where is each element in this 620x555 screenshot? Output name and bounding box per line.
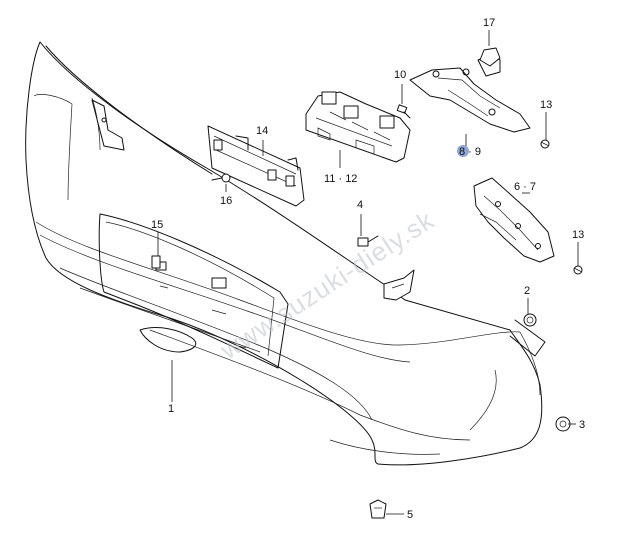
clip-5 <box>369 499 387 519</box>
leader-lines <box>157 30 579 515</box>
callout-labels: 1 2 3 4 5 6 · 7 8 · 9 10 11 · 12 13 13 1… <box>151 17 585 521</box>
callout-5[interactable]: 5 <box>407 509 413 521</box>
highlight-8-marker <box>457 145 469 157</box>
callout-11-12[interactable]: 11 · 12 <box>324 173 357 185</box>
corner-guide <box>383 269 415 301</box>
callout-2[interactable]: 2 <box>524 285 530 297</box>
screw-16 <box>211 173 231 183</box>
callout-3[interactable]: 3 <box>579 419 585 431</box>
side-bracket-6-7 <box>473 177 555 263</box>
callout-14[interactable]: 14 <box>256 125 268 137</box>
plate-bracket-14 <box>207 125 305 207</box>
side-bracket-8-9 <box>409 53 531 133</box>
callout-6-7[interactable]: 6 · 7 <box>514 181 536 193</box>
clip-3 <box>555 416 571 432</box>
svg-text:8 · 9: 8 · 9 <box>459 146 481 158</box>
callout-4[interactable]: 4 <box>357 199 363 211</box>
clip-15 <box>151 255 161 269</box>
bolt-10 <box>396 104 411 119</box>
callout-8-9[interactable]: 8 · 9 <box>457 145 481 158</box>
callout-13-upper[interactable]: 13 <box>540 99 552 111</box>
callout-10[interactable]: 10 <box>394 69 406 81</box>
callout-17[interactable]: 17 <box>483 17 495 29</box>
bumper-cover <box>25 41 546 466</box>
license-plate-recess <box>98 213 289 369</box>
clip-17 <box>479 47 501 67</box>
callout-16[interactable]: 16 <box>220 195 232 207</box>
callout-13-lower[interactable]: 13 <box>572 229 584 241</box>
clip-2 <box>523 313 537 327</box>
center-retainer-11-12 <box>305 91 411 163</box>
bolt-13-lower <box>573 265 583 275</box>
callout-15[interactable]: 15 <box>151 219 163 231</box>
screw-4 <box>357 235 379 247</box>
callout-1[interactable]: 1 <box>168 403 174 415</box>
bolt-13-upper <box>540 139 550 149</box>
